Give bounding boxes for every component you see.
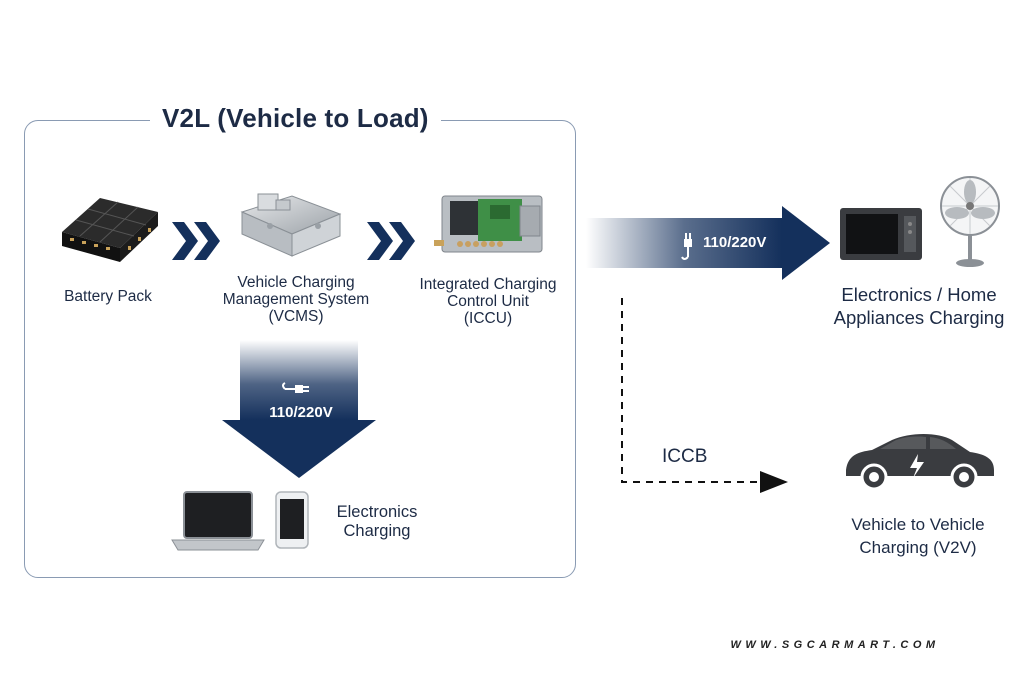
label-vcms-line3: (VCMS)	[268, 308, 324, 325]
label-v2v: Vehicle to Vehicle Charging (V2V)	[830, 513, 1006, 559]
label-home-line2: Appliances Charging	[833, 307, 1005, 328]
battery-pack-icon	[62, 198, 158, 262]
plug-icon	[282, 382, 309, 393]
iccb-label: ICCB	[662, 446, 708, 467]
chevron-arrow-icon	[172, 222, 220, 260]
label-electronics-charging: Electronics Charging	[322, 503, 432, 541]
microwave-icon	[840, 208, 922, 260]
label-vcms-line2: Management System	[222, 291, 370, 308]
smartphone-icon	[275, 491, 309, 549]
label-iccu: Integrated Charging Control Unit (ICCU)	[398, 276, 578, 327]
fan-icon	[940, 176, 1000, 267]
vcms-module-icon	[240, 193, 342, 257]
label-home-line1: Electronics / Home	[841, 284, 997, 305]
laptop-icon	[171, 491, 265, 551]
car-icon	[846, 434, 994, 491]
iccb-dashed-connector	[621, 298, 788, 493]
label-iccu-line2: Control Unit	[447, 293, 529, 310]
label-v2v-line1: Vehicle to Vehicle	[851, 515, 985, 534]
iccu-board-icon	[434, 195, 543, 253]
label-iccu-line3: (ICCU)	[463, 310, 513, 327]
down-arrow	[222, 340, 376, 478]
panel-title: V2L (Vehicle to Load)	[150, 103, 441, 134]
label-electronics-line1: Electronics	[336, 503, 418, 521]
label-v2v-line2: Charging (V2V)	[859, 538, 977, 557]
plug-icon	[681, 233, 692, 260]
label-vcms-line1: Vehicle Charging	[237, 274, 355, 291]
label-vcms: Vehicle Charging Management System (VCMS…	[206, 274, 386, 325]
label-home-appliances: Electronics / Home Appliances Charging	[816, 283, 1022, 329]
label-electronics-line2: Charging	[343, 522, 411, 540]
down-voltage-label: 110/220V	[269, 404, 333, 421]
label-battery-pack: Battery Pack	[64, 288, 152, 305]
chevron-arrow-icon	[367, 222, 415, 260]
right-voltage-label: 110/220V	[703, 234, 767, 251]
watermark: WWW.SGCARMART.COM	[730, 639, 940, 651]
label-iccu-line1: Integrated Charging	[419, 276, 557, 293]
